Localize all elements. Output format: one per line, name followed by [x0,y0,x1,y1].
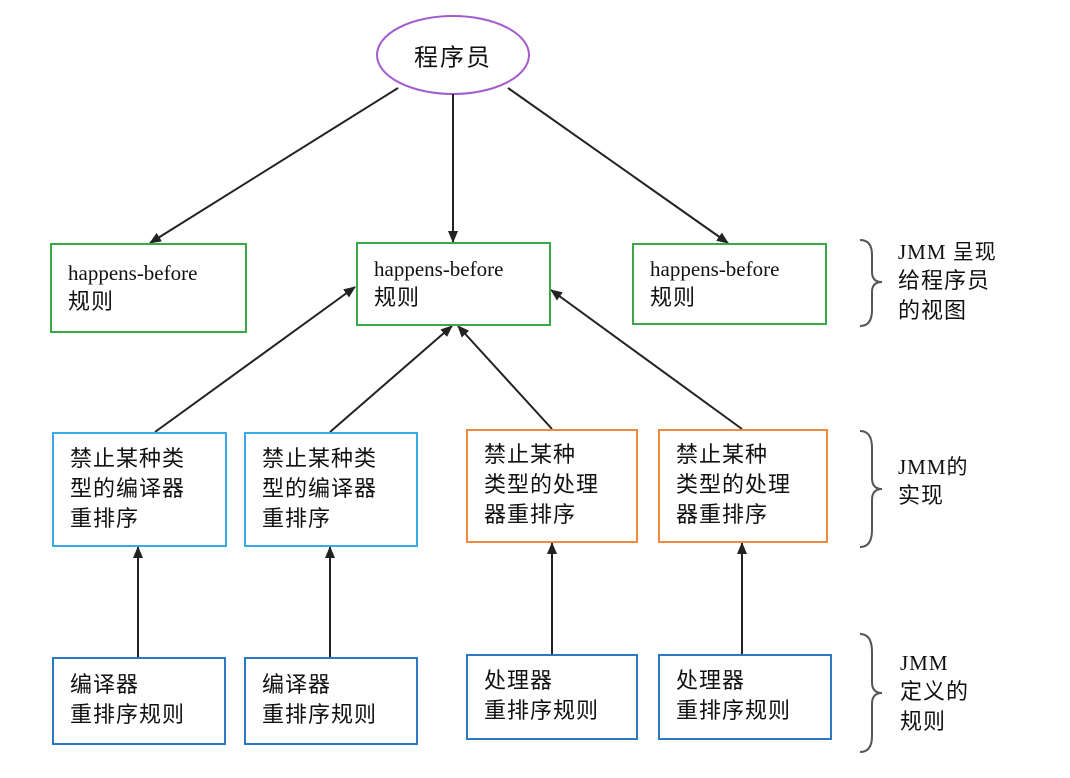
arrow-impl4-to-rule [550,289,743,430]
rule-box-right-line1: happens-before [650,257,780,281]
brace-view [859,239,883,327]
impl-box-processor-1: 禁止某种 类型的处理 器重排序 [466,429,638,543]
brace-rules [859,633,883,753]
rule-box-center: happens-before 规则 [356,242,551,326]
base-box-processor-1: 处理器 重排序规则 [466,654,638,740]
impl-box-compiler-1: 禁止某种类 型的编译器 重排序 [52,432,227,547]
side-label-view-line2: 给程序员 [898,269,991,294]
side-label-view-line1: JMM 呈现 [898,240,997,264]
side-label-view-line3: 的视图 [898,299,968,324]
base-box-compiler-2-line2: 重排序规则 [262,703,378,728]
arrow-root-to-rule-right [507,87,729,244]
base-box-processor-2-line2: 重排序规则 [676,699,792,724]
base-box-processor-1-line2: 重排序规则 [484,699,600,724]
base-box-processor-1-line1: 处理器 [484,669,554,694]
side-label-impl: JMM的 实现 [898,452,969,512]
impl-box-compiler-1-line1: 禁止某种类 [70,446,186,472]
impl-box-processor-2-line3: 器重排序 [676,503,769,528]
base-box-compiler-1-line2: 重排序规则 [70,703,186,728]
side-label-view: JMM 呈现 给程序员 的视图 [898,237,997,327]
arrow-impl1-to-rule [154,286,356,433]
side-label-rules-line1: JMM [900,651,949,675]
side-label-rules-line2: 定义的 [900,680,970,705]
impl-box-compiler-1-line3: 重排序 [70,506,140,532]
impl-box-processor-2: 禁止某种 类型的处理 器重排序 [658,429,828,543]
impl-box-processor-2-line2: 类型的处理 [676,473,792,498]
side-label-rules: JMM 定义的 规则 [900,648,969,738]
rule-box-right: happens-before 规则 [632,243,827,325]
impl-box-processor-1-line1: 禁止某种 [484,443,577,468]
rule-box-center-line1: happens-before [374,257,504,281]
impl-box-compiler-2-line3: 重排序 [262,506,332,532]
impl-box-processor-2-line1: 禁止某种 [676,443,769,468]
base-box-processor-2-line1: 处理器 [676,669,746,694]
rule-box-left: happens-before 规则 [50,243,247,333]
side-label-rules-line3: 规则 [900,710,947,735]
root-label: 程序员 [414,43,492,72]
brace-impl [859,430,883,548]
rule-box-left-line2: 规则 [68,290,115,315]
base-box-compiler-2: 编译器 重排序规则 [244,657,418,745]
rule-box-center-line2: 规则 [374,286,421,311]
rule-box-left-line1: happens-before [68,261,198,285]
impl-box-compiler-2-line2: 型的编译器 [262,476,378,502]
base-box-processor-2: 处理器 重排序规则 [658,654,832,740]
root-node: 程序员 [376,15,530,95]
base-box-compiler-2-line1: 编译器 [262,673,332,698]
impl-box-compiler-2-line1: 禁止某种类 [262,446,378,472]
impl-box-compiler-1-line2: 型的编译器 [70,476,186,502]
impl-box-processor-1-line3: 器重排序 [484,503,577,528]
side-label-impl-line2: 实现 [898,484,945,509]
arrow-impl3-to-rule [457,325,553,430]
base-box-compiler-1: 编译器 重排序规则 [52,657,226,745]
impl-box-processor-1-line2: 类型的处理 [484,473,600,498]
arrow-root-to-rule-left [149,87,399,244]
arrow-impl2-to-rule [329,325,453,433]
impl-box-compiler-2: 禁止某种类 型的编译器 重排序 [244,432,418,547]
rule-box-right-line2: 规则 [650,286,697,311]
side-label-impl-line1: JMM的 [898,455,969,479]
base-box-compiler-1-line1: 编译器 [70,673,140,698]
